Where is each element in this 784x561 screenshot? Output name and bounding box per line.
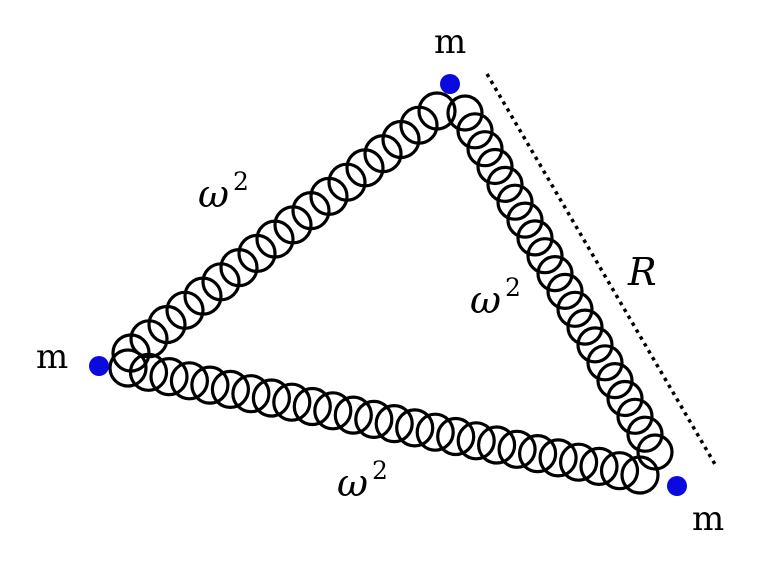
mass-left-label: m <box>36 337 68 377</box>
mass-top-label: m <box>434 22 466 62</box>
mass-right-label: m <box>692 499 724 539</box>
spring-coil-loop <box>526 237 564 275</box>
spring-coil-loop <box>446 94 484 132</box>
distance-line <box>485 73 718 467</box>
spring-coil-loop <box>231 374 271 414</box>
spring-coil-loop <box>536 255 574 293</box>
spring-coil-loop <box>436 416 476 457</box>
spring-coil-loop <box>395 408 435 448</box>
spring-coil-loop <box>579 446 619 486</box>
spring-top-left-label-base: ω <box>198 172 229 216</box>
spring-coil-loop <box>546 272 584 310</box>
spring-coil-loop <box>538 438 578 478</box>
spring-coil-loop <box>599 451 640 491</box>
mass-left-dot <box>89 356 109 376</box>
spring-coil-loop <box>313 391 353 431</box>
spring-coil-loop <box>251 378 291 418</box>
spring-coil-loop <box>476 147 514 186</box>
spring-coil-loop <box>506 201 544 239</box>
spring-coil-loop <box>486 165 524 203</box>
spring-coil-loop <box>190 365 230 405</box>
spring-coil-loop <box>128 352 169 392</box>
spring-coil-loop <box>108 348 148 388</box>
spring-top-left-label: ω 2 <box>198 167 249 216</box>
spring-coil-loop <box>354 399 394 439</box>
spring-coil-loop <box>466 130 504 168</box>
spring-bottom <box>108 348 660 495</box>
spring-coil-loop <box>496 183 534 221</box>
spring-coil-loop <box>517 434 558 474</box>
spring-bottom-label: ω 2 <box>337 456 388 505</box>
spring-bottom-label-base: ω <box>337 461 368 505</box>
spring-coil-loop <box>374 404 414 444</box>
spring-coil-loop <box>333 395 373 435</box>
spring-coil-loop <box>292 386 332 427</box>
mass-top-dot <box>440 74 460 94</box>
spring-coil-loop <box>596 362 634 400</box>
distance-label: R <box>627 250 657 294</box>
spring-coil-loop <box>477 425 517 465</box>
spring-coil-loop <box>626 415 664 453</box>
spring-coil-loop <box>620 455 660 495</box>
spring-top-right-label-exp: 2 <box>505 273 521 302</box>
spring-coil-loop <box>497 429 537 469</box>
spring-coil-loop <box>566 308 604 346</box>
spring-coil-loop <box>558 442 599 482</box>
spring-coil-loop <box>456 421 496 461</box>
spring-coil-loop <box>556 290 594 328</box>
spring-coil-loop <box>636 433 674 471</box>
spring-coil-loop <box>456 112 494 150</box>
spring-coil-loop <box>272 382 312 422</box>
spring-top-right-label: ω 2 <box>470 273 521 322</box>
spring-coil-loop <box>606 379 644 418</box>
spring-coil-loop <box>149 357 189 397</box>
spring-coil-loop <box>417 91 457 131</box>
spring-top-right <box>446 94 674 471</box>
spring-coil-loop <box>586 344 624 382</box>
spring-coil-loop <box>516 219 554 257</box>
spring-top-right-label-base: ω <box>470 278 501 322</box>
spring-coil-loop <box>415 412 455 452</box>
spring-coil-loop <box>616 397 654 435</box>
mass-right-dot <box>667 476 687 496</box>
spring-top-left-label-exp: 2 <box>233 167 249 196</box>
spring-coil-loop <box>210 369 250 409</box>
spring-coil-loop <box>576 326 614 364</box>
spring-coil-loop <box>169 361 209 401</box>
spring-bottom-label-exp: 2 <box>372 456 388 485</box>
spring-top-left <box>111 91 457 373</box>
